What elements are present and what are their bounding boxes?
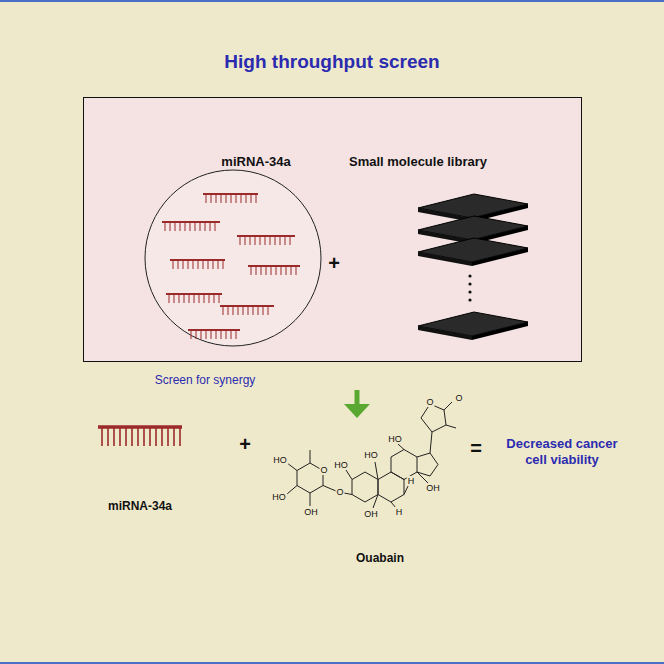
frame-line (0, 0, 664, 2)
atom-label: HO (333, 460, 349, 470)
atom-label: HO (271, 492, 287, 502)
atom-label: O (454, 393, 463, 403)
step-label: Screen for synergy (155, 373, 256, 387)
title: High throughput screen (224, 51, 439, 73)
plus-sign: + (239, 433, 251, 456)
mirna-circle (145, 170, 321, 346)
result-label: Decreased cancer cell viability (503, 436, 621, 468)
atom-label: HO (363, 450, 379, 460)
plate-dots (468, 274, 471, 301)
compound-label: Ouabain (356, 551, 404, 565)
equals-sign: = (470, 437, 482, 460)
mirna-strands (162, 194, 300, 339)
box-label: Small molecule library (349, 154, 487, 169)
atom-label: H (407, 476, 416, 486)
frame-line (0, 662, 664, 664)
atom-label: OH (363, 509, 379, 519)
atom-label: H (395, 507, 404, 517)
atom-label: O (335, 487, 344, 497)
atom-label: OH (425, 483, 441, 493)
plus-sign: + (328, 252, 340, 275)
green-arrow (344, 390, 370, 418)
plate-stack (418, 194, 528, 340)
atom-label: O (425, 397, 434, 407)
box-label: miRNA-34a (221, 154, 290, 169)
atom-label: OH (303, 507, 319, 517)
ouabain-structure (287, 402, 456, 508)
atom-label: HO (387, 434, 403, 444)
mirna-icon (98, 427, 182, 446)
atom-label: HO (272, 455, 288, 465)
screen-box: miRNA-34a + Small molecule library (83, 97, 582, 362)
atom-label: O (319, 465, 328, 475)
box-fill (83, 97, 582, 362)
mirna-label: miRNA-34a (108, 499, 172, 513)
